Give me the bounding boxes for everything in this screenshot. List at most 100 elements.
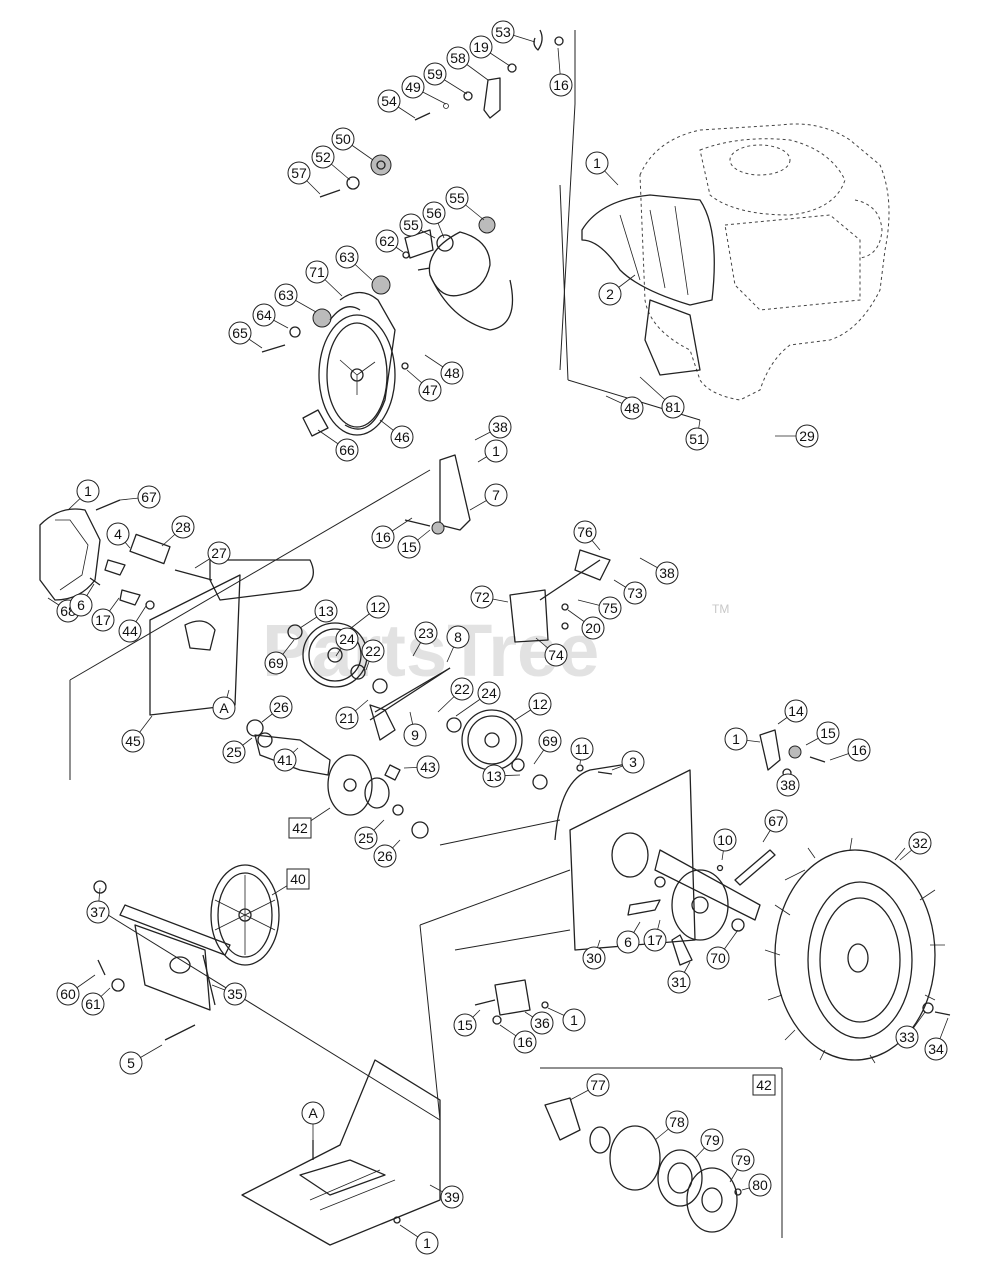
callout-marker — [354, 826, 378, 850]
callout-number: 13 — [318, 603, 334, 619]
callout-number: 71 — [309, 264, 325, 280]
callout-number: 57 — [291, 165, 307, 181]
part-callout-1: 1 — [484, 439, 508, 463]
callout-marker — [685, 427, 709, 451]
part-callout-42: 42 — [288, 817, 312, 839]
callout-marker — [621, 750, 645, 774]
part-callout-33: 33 — [895, 1025, 919, 1049]
callout-marker — [423, 62, 447, 86]
part-callout-16: 16 — [513, 1030, 537, 1054]
callout-marker — [816, 721, 840, 745]
callout-number: 65 — [232, 325, 248, 341]
callout-number: 17 — [95, 612, 111, 628]
callout-marker — [305, 260, 329, 284]
part-callout-16: 16 — [847, 738, 871, 762]
part-callout-41: 41 — [273, 748, 297, 772]
part-callout-43: 43 — [416, 755, 440, 779]
callout-number: 80 — [752, 1177, 768, 1193]
callout-marker — [446, 625, 470, 649]
callout-number: 52 — [315, 149, 331, 165]
callout-number: 26 — [377, 848, 393, 864]
callout-marker — [212, 696, 236, 720]
callout-number: 74 — [548, 647, 564, 663]
callout-marker — [171, 515, 195, 539]
callout-marker — [69, 593, 93, 617]
assembly-guide-lines — [69, 30, 783, 1238]
callout-number: 70 — [710, 950, 726, 966]
callout-number: 44 — [122, 623, 138, 639]
part-callout-81: 81 — [661, 395, 685, 419]
callout-number: 11 — [575, 741, 590, 757]
callout-number: 46 — [394, 429, 410, 445]
part-callout-67: 67 — [137, 485, 161, 509]
inset-42-parts — [544, 1097, 742, 1233]
callout-number: 13 — [486, 768, 502, 784]
part-callout-38: 38 — [488, 415, 512, 439]
part-callout-2: 2 — [598, 282, 622, 306]
part-callout-4: 4 — [106, 522, 130, 546]
callout-marker — [121, 729, 145, 753]
callout-number: 69 — [268, 655, 284, 671]
callout-marker — [616, 930, 640, 954]
callout-marker — [538, 729, 562, 753]
callout-number: 79 — [704, 1132, 720, 1148]
callout-marker — [598, 282, 622, 306]
callout-number: 1 — [423, 1235, 431, 1251]
part-callout-57: 57 — [287, 161, 311, 185]
callout-number: 25 — [358, 830, 374, 846]
part-callout-24: 24 — [477, 681, 501, 705]
part-callout-79: 79 — [731, 1148, 755, 1172]
part-callout-15: 15 — [397, 535, 421, 559]
callout-marker — [264, 651, 288, 675]
callout-number: 2 — [606, 286, 614, 302]
callout-number: A — [308, 1105, 318, 1121]
shift-lever-assembly — [93, 864, 280, 1041]
callout-marker — [586, 1073, 610, 1097]
callout-number: 50 — [335, 131, 351, 147]
part-callout-75: 75 — [598, 596, 622, 620]
callout-number: 69 — [542, 733, 558, 749]
callout-marker — [56, 982, 80, 1006]
callout-number: 78 — [669, 1114, 685, 1130]
part-callout-12: 12 — [366, 595, 390, 619]
callout-number: 42 — [292, 820, 308, 836]
callout-marker — [573, 520, 597, 544]
callout-number: 28 — [175, 519, 191, 535]
part-callout-56: 56 — [422, 201, 446, 225]
callout-number: 20 — [585, 620, 601, 636]
callout-marker — [477, 681, 501, 705]
callout-marker — [661, 395, 685, 419]
callout-marker — [91, 608, 115, 632]
part-callout-74: 74 — [544, 643, 568, 667]
part-callout-17: 17 — [91, 608, 115, 632]
callout-marker — [81, 992, 105, 1016]
callout-number: 38 — [492, 419, 508, 435]
part-callout-69: 69 — [264, 651, 288, 675]
part-callout-51: 51 — [685, 427, 709, 451]
callout-number: 56 — [426, 205, 442, 221]
part-callout-16: 16 — [549, 73, 573, 97]
callout-marker — [847, 738, 871, 762]
part-callout-39: 39 — [440, 1185, 464, 1209]
part-callout-1: 1 — [76, 479, 100, 503]
callout-number: 59 — [427, 66, 443, 82]
part-callout-54: 54 — [377, 89, 401, 113]
part-callout-20: 20 — [581, 616, 605, 640]
part-callout-37: 37 — [86, 900, 110, 924]
callout-marker — [415, 1231, 439, 1255]
callout-number: 15 — [401, 539, 417, 555]
callout-number: 48 — [624, 400, 640, 416]
callout-marker — [908, 831, 932, 855]
trademark-mark: TM — [712, 602, 729, 616]
part-callout-25: 25 — [354, 826, 378, 850]
callout-marker — [585, 151, 609, 175]
callout-marker — [795, 424, 819, 448]
callout-marker — [287, 161, 311, 185]
callout-number: 34 — [928, 1041, 944, 1057]
callout-marker — [414, 621, 438, 645]
part-callout-71: 71 — [305, 260, 329, 284]
part-callout-19: 19 — [469, 35, 493, 59]
callout-number: 75 — [602, 600, 618, 616]
callout-marker — [228, 321, 252, 345]
